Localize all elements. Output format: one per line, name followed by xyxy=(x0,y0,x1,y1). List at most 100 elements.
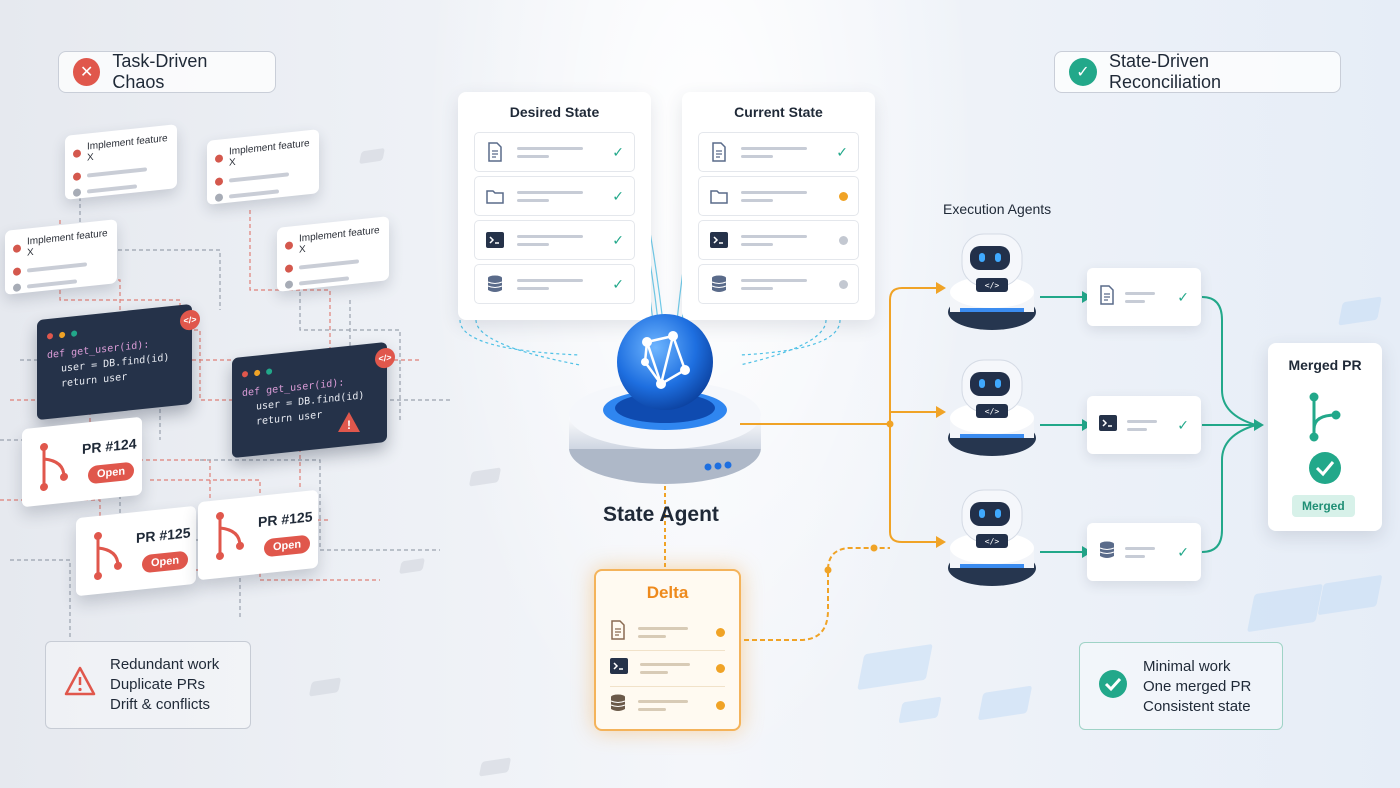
status-dot-icon xyxy=(73,188,81,198)
robot-agent-icon: </> xyxy=(948,233,1036,330)
status-dot-icon xyxy=(285,280,293,290)
task-card-title: Implement feature X xyxy=(87,133,168,164)
state-row: ✓ xyxy=(698,132,859,172)
svg-text:</>: </> xyxy=(985,281,1000,290)
result-card: ✓ xyxy=(1087,268,1201,326)
state-row: ✓ xyxy=(474,264,635,304)
chaos-heading: ✕ Task-Driven Chaos xyxy=(58,51,276,93)
bg-tile xyxy=(1317,574,1383,616)
document-icon xyxy=(709,142,729,162)
database-icon xyxy=(709,274,729,294)
result-card: ✓ xyxy=(1087,396,1201,454)
check-circle-icon: ✓ xyxy=(1069,58,1097,86)
pr-title: PR #125 xyxy=(136,524,191,546)
check-icon: ✓ xyxy=(612,187,624,204)
delta-dot-icon xyxy=(716,664,725,673)
pr-card: PR #125 Open xyxy=(76,505,196,597)
delta-dot-icon xyxy=(716,628,725,637)
delta-title: Delta xyxy=(646,583,689,602)
delta-row xyxy=(610,615,725,651)
state-row: ✓ xyxy=(474,176,635,216)
terminal-icon xyxy=(485,230,505,250)
unknown-dot-icon xyxy=(839,235,848,245)
error-x-icon: ✕ xyxy=(73,58,101,86)
pr-status-badge: Open xyxy=(88,461,135,485)
state-agent-label: State Agent xyxy=(603,503,719,526)
benefit-item: One merged PR xyxy=(1143,678,1252,695)
database-icon xyxy=(485,274,505,294)
benefit-item: Consistent state xyxy=(1143,698,1251,715)
terminal-icon xyxy=(709,230,729,250)
warning-icon: ! xyxy=(338,412,360,432)
code-snippet-card: ● ● ● def get_user(id): user = DB.find(i… xyxy=(37,303,200,421)
state-row: ✓ xyxy=(474,220,635,260)
delta-row xyxy=(610,651,725,687)
unknown-dot-icon xyxy=(839,279,848,289)
folder-icon xyxy=(709,186,729,206)
pr-title: PR #125 xyxy=(258,508,313,530)
problems-box: Redundant work Duplicate PRs Drift & con… xyxy=(45,641,251,729)
delta-row xyxy=(610,687,725,723)
desired-state-panel: Desired State ✓ ✓ ✓ ✓ xyxy=(458,92,651,320)
check-icon: ✓ xyxy=(1177,543,1189,560)
merged-pr-title: Merged PR xyxy=(1288,357,1362,373)
status-dot-icon xyxy=(285,264,293,274)
bg-tile xyxy=(1338,296,1382,326)
task-card-title: Implement feature X xyxy=(299,225,380,256)
execution-agents-label: Execution Agents xyxy=(943,201,1052,217)
git-branch-icon xyxy=(216,511,244,561)
document-icon xyxy=(610,620,626,645)
desired-state-title: Desired State xyxy=(509,104,600,120)
svg-text:</>: </> xyxy=(985,407,1000,416)
svg-text:!: ! xyxy=(347,418,351,432)
user-avatar-icon xyxy=(73,149,81,159)
result-card: ✓ xyxy=(1087,523,1201,581)
check-icon: ✓ xyxy=(612,143,624,160)
status-dot-icon xyxy=(13,283,21,293)
delta-dot-icon xyxy=(716,700,725,710)
check-icon: ✓ xyxy=(836,143,848,160)
task-card: Implement feature X xyxy=(65,124,177,200)
chaos-heading-text: Task-Driven Chaos xyxy=(112,51,208,92)
reconciliation-heading: ✓ State-Driven Reconciliation xyxy=(1054,51,1341,93)
document-icon xyxy=(485,142,505,162)
document-icon xyxy=(1099,284,1115,310)
problem-item: Duplicate PRs xyxy=(110,676,206,693)
reconciliation-heading-text: State-Driven Reconciliation xyxy=(1108,51,1222,92)
robot-agent-icon: </> xyxy=(948,359,1036,456)
bg-tile xyxy=(308,677,342,697)
check-circle-icon xyxy=(1099,670,1127,698)
check-icon: ✓ xyxy=(612,275,624,292)
problem-item: Redundant work xyxy=(110,656,220,673)
pr-status-badge: Open xyxy=(264,534,311,558)
state-row xyxy=(698,264,859,304)
benefit-item: Minimal work xyxy=(1143,658,1231,675)
state-row xyxy=(698,220,859,260)
check-icon: ✓ xyxy=(1177,416,1189,433)
merged-status-badge: Merged xyxy=(1292,495,1355,517)
status-dot-icon xyxy=(73,172,81,182)
terminal-icon xyxy=(610,658,628,679)
user-avatar-icon xyxy=(13,244,21,254)
user-avatar-icon xyxy=(285,241,293,251)
database-icon xyxy=(1099,541,1115,564)
folder-icon xyxy=(485,186,505,206)
task-card-title: Implement feature X xyxy=(27,228,108,259)
current-state-panel: Current State ✓ xyxy=(682,92,875,320)
pr-status-badge: Open xyxy=(142,550,189,574)
task-card: Implement feature X xyxy=(5,219,117,295)
status-dot-icon xyxy=(215,177,223,187)
bg-tile xyxy=(1247,583,1323,633)
current-state-title: Current State xyxy=(734,104,823,120)
pr-title: PR #124 xyxy=(82,435,137,457)
status-dot-icon xyxy=(13,267,21,277)
check-icon: ✓ xyxy=(1177,288,1189,305)
state-agent-orb xyxy=(569,314,761,484)
git-branch-icon xyxy=(94,531,122,581)
delta-dispatch-lines xyxy=(740,282,946,641)
terminal-icon xyxy=(1099,414,1117,436)
warning-icon xyxy=(64,666,96,696)
check-circle-icon xyxy=(1309,452,1341,484)
state-row xyxy=(698,176,859,216)
state-row: ✓ xyxy=(474,132,635,172)
